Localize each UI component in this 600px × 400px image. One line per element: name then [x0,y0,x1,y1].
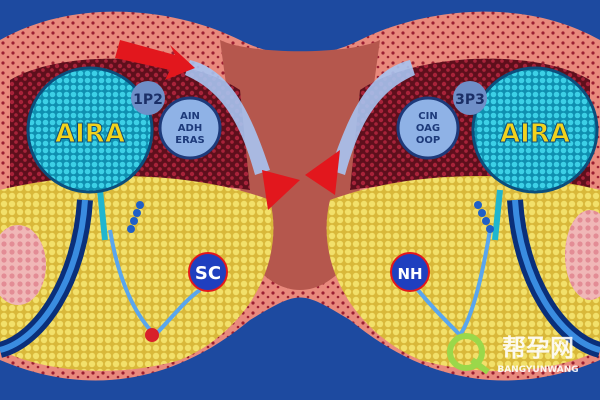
watermark-logo-icon [447,333,485,371]
left-small-circle-label: 1P2 [133,92,163,108]
left-center-arrow [262,170,300,210]
right-small-circle-label: 3P3 [455,92,485,108]
right-bubble-line3: OOP [416,135,440,146]
right-bubble [396,96,460,160]
left-stalk [97,189,108,241]
right-hub-label: AIRA [500,119,570,149]
left-hub-label: AIRA [55,119,125,149]
right-stalk [492,189,503,241]
left-pink-patch [0,225,46,305]
left-node [188,252,228,292]
left-node-label: SC [195,263,221,284]
left-nerve-end [145,328,159,342]
right-small-circle [453,81,487,115]
right-node-label: NH [397,265,422,283]
left-beads [127,201,144,233]
watermark-latin: BANGYUNWANG [497,365,578,375]
left-small-circle [131,81,165,115]
right-center-arrow [305,150,340,195]
left-fat [0,176,274,371]
left-bubble-line2: ADH [178,123,202,134]
left-hub [26,66,154,194]
watermark: 帮孕网 BANGYUNWANG [447,333,579,375]
right-hub [471,66,599,194]
watermark-chinese: 帮孕网 [502,334,574,362]
right-beads [474,201,494,233]
right-node [390,252,430,292]
top-red-arrow [115,40,195,80]
left-bubble-line3: ERAS [175,135,204,146]
right-bubble-line1: CIN [418,111,437,122]
right-fat [326,176,600,371]
right-ribbon [330,60,415,175]
left-ribbon [185,60,270,175]
right-pink-patch [565,210,600,300]
left-bubble-line1: AIN [180,111,200,122]
right-bubble-line2: OAG [416,123,440,134]
outer-tissue-bottom [0,297,600,400]
left-bubble [158,96,222,160]
